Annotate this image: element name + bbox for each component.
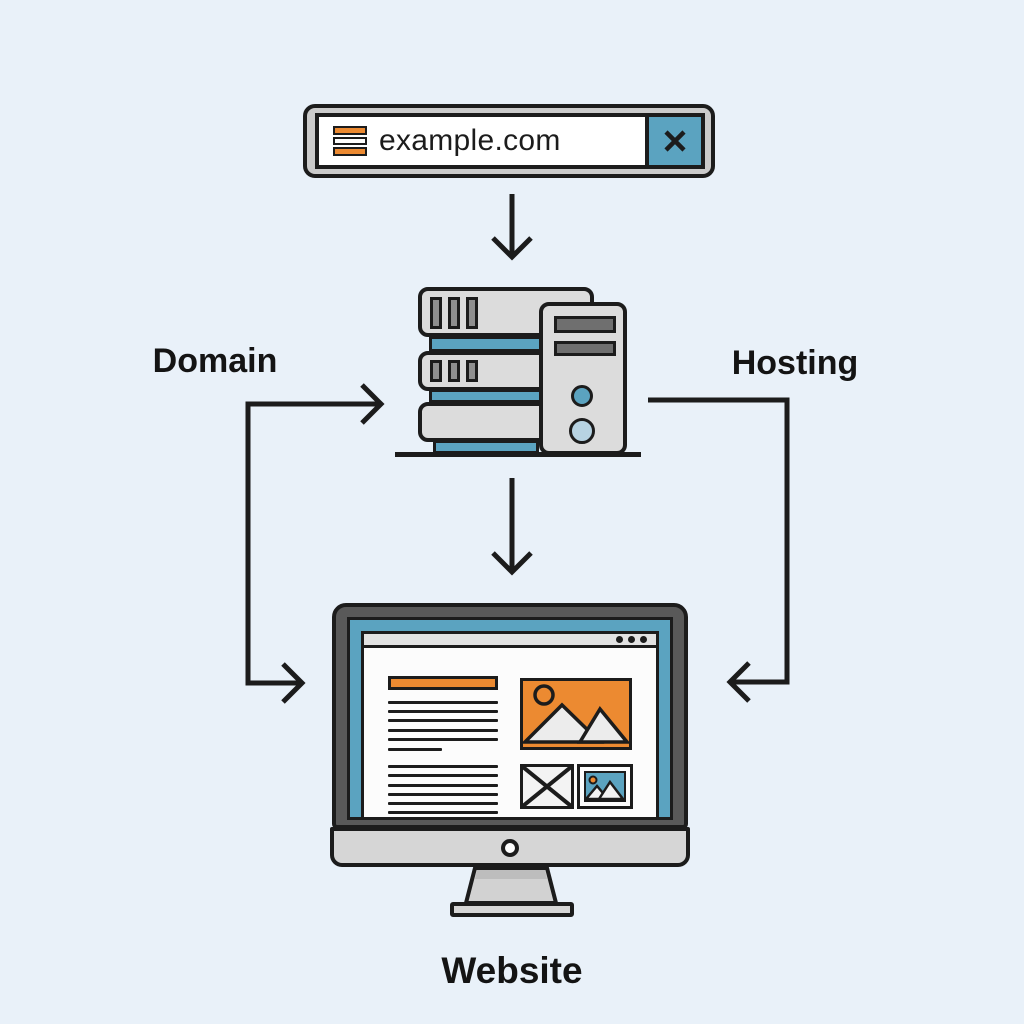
close-button[interactable] (645, 117, 701, 165)
x-placeholder-icon (521, 765, 573, 808)
server-blue-strip-1 (429, 336, 547, 352)
server-vent-slot (430, 360, 442, 382)
server-vent-slot (466, 297, 478, 329)
webpage-text-line (388, 729, 498, 732)
server-blue-strip-3 (433, 440, 539, 454)
window-dot-icon (616, 636, 623, 643)
url-text: example.com (379, 124, 561, 157)
server-vent-slot (448, 297, 460, 329)
monitor-base (450, 902, 574, 917)
tower-drive-slot-2 (554, 341, 616, 356)
close-x-icon (664, 130, 686, 152)
server-blue-strip-2 (429, 389, 547, 403)
server-vent-slot (466, 360, 478, 382)
webpage-heading-bar (388, 676, 498, 690)
monitor-button (501, 839, 519, 857)
tower-power-button (571, 385, 593, 407)
server-ground-line (395, 452, 641, 457)
menu-icon-bar-middle (333, 137, 367, 145)
webpage-text-line (388, 793, 498, 796)
webpage-text-line (388, 811, 498, 814)
arrow-server-to-monitor (491, 478, 533, 576)
tower-drive-slot-1 (554, 316, 616, 333)
domain-label: Domain (152, 342, 278, 380)
webpage-text-line (388, 738, 498, 741)
window-dot-icon (640, 636, 647, 643)
website-label: Website (441, 950, 583, 991)
arrow-addressbar-to-server (491, 194, 533, 261)
menu-icon-bar-top (333, 126, 367, 135)
webpage-text-line (388, 784, 498, 787)
thumbnail-mountains-icon (583, 775, 626, 801)
crossed-image-placeholder (520, 764, 574, 809)
hosting-label: Hosting (731, 344, 859, 382)
webpage-text-line (388, 765, 498, 768)
thumbnail-image (583, 771, 626, 802)
thumbnail-image-placeholder (577, 764, 633, 809)
webpage-text-line-short (388, 748, 442, 751)
window-dot-icon (628, 636, 635, 643)
menu-icon-bar-bottom (333, 147, 367, 156)
image-mountains-icon (520, 684, 631, 744)
webpage-window (361, 631, 659, 820)
hero-image-placeholder (520, 678, 632, 750)
webpage-text-line (388, 710, 498, 713)
webpage-titlebar (364, 634, 656, 648)
server-vent-slot (430, 297, 442, 329)
webpage-text-line (388, 774, 498, 777)
webpage-text-line (388, 802, 498, 805)
monitor-stand (463, 866, 559, 905)
webpage-text-line (388, 719, 498, 722)
webpage-text-line (388, 701, 498, 704)
address-input[interactable]: example.com (315, 113, 705, 169)
menu-icon[interactable] (333, 126, 367, 156)
server-vent-slot (448, 360, 460, 382)
tower-port-circle (569, 418, 595, 444)
server-tower (539, 302, 627, 455)
